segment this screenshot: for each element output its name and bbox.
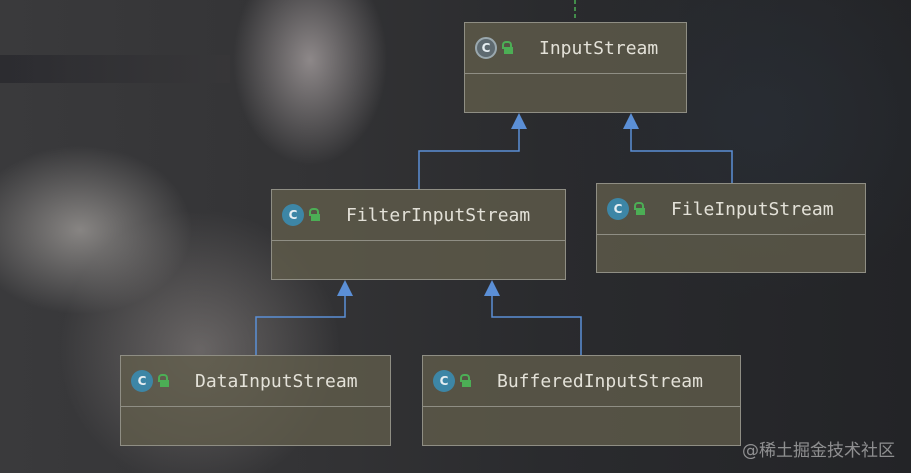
edge-data-to-filter (255, 295, 346, 355)
arrowhead-buffered-to-filter (484, 280, 500, 296)
class-name: FilterInputStream (346, 204, 531, 226)
public-lock-icon (501, 41, 513, 55)
watermark: @稀土掘金技术社区 (742, 441, 895, 461)
edge-file-to-input (630, 128, 733, 183)
background-decoration (0, 55, 230, 83)
class-node-data-input-stream[interactable]: C DataInputStream (120, 355, 391, 446)
class-icon: C (131, 370, 153, 392)
class-name: InputStream (539, 37, 659, 59)
class-node-header: C FilterInputStream (272, 190, 565, 241)
class-node-header: C DataInputStream (121, 356, 390, 407)
class-node-filter-input-stream[interactable]: C FilterInputStream (271, 189, 566, 280)
edge-filter-to-input (418, 128, 520, 189)
class-node-header: C InputStream (465, 23, 686, 74)
public-lock-icon (459, 374, 471, 388)
public-lock-icon (308, 208, 320, 222)
public-lock-icon (633, 202, 645, 216)
abstract-class-icon: C (475, 37, 497, 59)
class-name: FileInputStream (671, 198, 834, 220)
class-name: BufferedInputStream (497, 370, 703, 392)
edge-buffered-to-filter (491, 295, 582, 355)
class-node-buffered-input-stream[interactable]: C BufferedInputStream (422, 355, 741, 446)
class-icon: C (433, 370, 455, 392)
public-lock-icon (157, 374, 169, 388)
class-icon: C (607, 198, 629, 220)
arrowhead-file-to-input (623, 113, 639, 129)
class-node-file-input-stream[interactable]: C FileInputStream (596, 183, 866, 273)
arrowhead-data-to-filter (337, 280, 353, 296)
class-name: DataInputStream (195, 370, 358, 392)
class-node-input-stream[interactable]: C InputStream (464, 22, 687, 113)
class-node-header: C BufferedInputStream (423, 356, 740, 407)
class-icon: C (282, 204, 304, 226)
class-node-header: C FileInputStream (597, 184, 865, 235)
arrowhead-filter-to-input (511, 113, 527, 129)
